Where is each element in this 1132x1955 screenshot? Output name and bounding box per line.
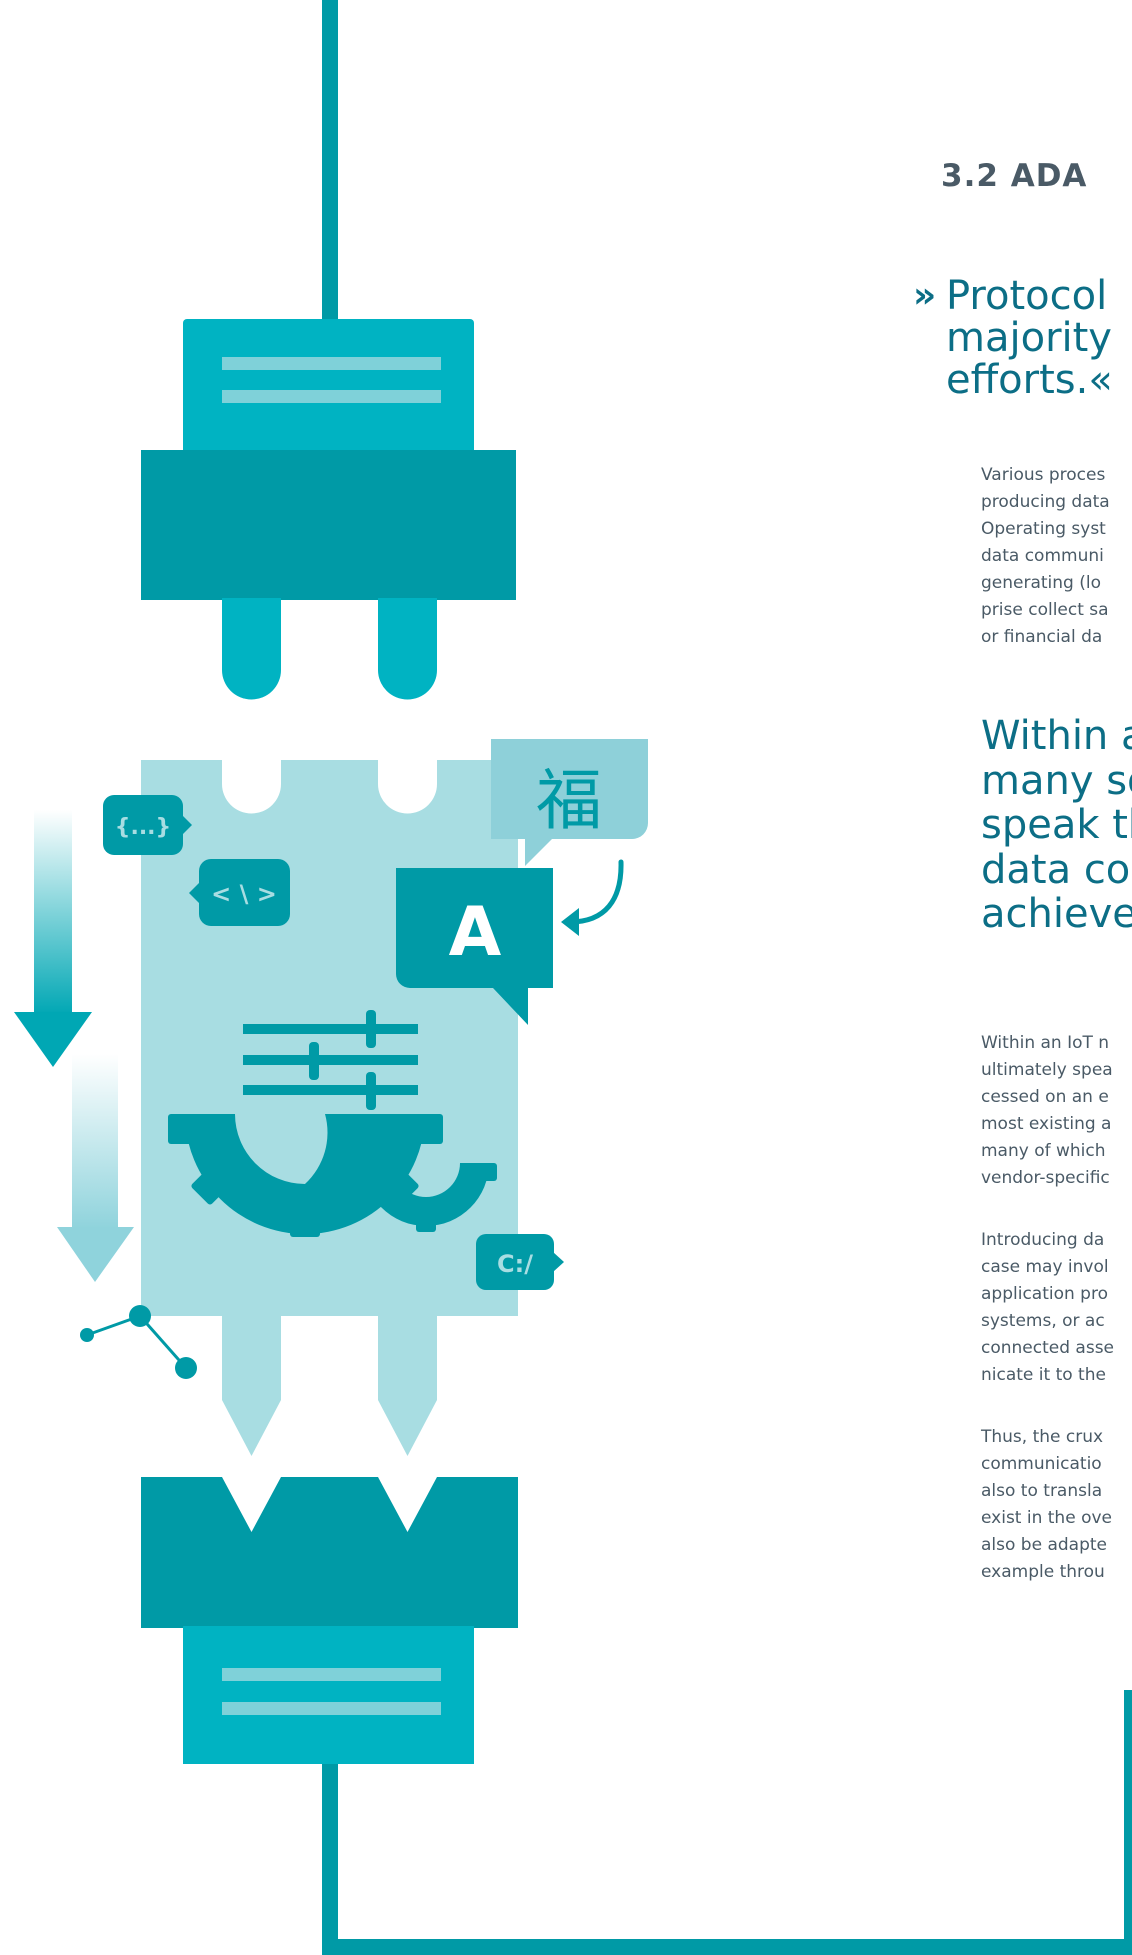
paragraph-line: systems, or ac — [981, 1311, 1105, 1331]
paragraph-line: most existing a — [981, 1114, 1112, 1134]
gear-small-icon — [355, 1163, 497, 1232]
paragraph-line: Thus, the crux — [981, 1427, 1104, 1447]
paragraph-line: also to transla — [981, 1481, 1103, 1501]
letter-glyph: A — [449, 893, 502, 972]
paragraph-line: Various proces — [981, 465, 1106, 485]
network-nodes-icon — [80, 1305, 197, 1379]
paragraph-line: data communi — [981, 546, 1104, 566]
highlight-line: data con — [981, 846, 1132, 893]
paragraph-line: communicatio — [981, 1454, 1102, 1474]
paragraph-line: connected asse — [981, 1338, 1115, 1358]
body-paragraph-1: Various proces producing data Operating … — [981, 462, 1110, 651]
paragraph-line: Introducing da — [981, 1230, 1105, 1250]
flow-arrow-light-icon — [57, 1054, 134, 1282]
paragraph-line: vendor-specific — [981, 1168, 1110, 1188]
path-badge — [476, 1234, 564, 1290]
paragraph-line: many of which — [981, 1141, 1106, 1161]
body-paragraph-2: Within an IoT n ultimately spea cessed o… — [981, 1030, 1113, 1192]
top-plug — [141, 319, 516, 700]
paragraph-line: also be adapte — [981, 1535, 1107, 1555]
paragraph-line: nicate it to the — [981, 1365, 1106, 1385]
bottom-socket — [141, 1477, 518, 1764]
flow-arrow-dark-icon — [14, 810, 92, 1067]
paragraph-line: example throu — [981, 1562, 1105, 1582]
highlight-line: Within a — [981, 713, 1132, 759]
highlight-line: many so — [981, 757, 1132, 804]
paragraph-line: producing data — [981, 492, 1110, 512]
path-badge-text: C:/ — [497, 1250, 533, 1278]
paragraph-line: generating (lo — [981, 573, 1102, 593]
translate-arrow-icon — [561, 859, 624, 936]
sliders-icon — [243, 1010, 418, 1110]
paragraph-line: application pro — [981, 1284, 1108, 1304]
pull-quote-line: Protocol — [946, 273, 1108, 319]
paragraph-line: exist in the ove — [981, 1508, 1112, 1528]
pull-quote-line: majority — [946, 315, 1112, 361]
highlight-line: achieved — [981, 891, 1132, 937]
code-badge — [189, 859, 290, 926]
paragraph-line: cessed on an e — [981, 1087, 1109, 1107]
section-heading: 3.2 ADA — [941, 158, 1088, 194]
paragraph-line: case may invol — [981, 1257, 1109, 1277]
json-badge — [103, 795, 192, 855]
paragraph-line: ultimately spea — [981, 1060, 1113, 1080]
paragraph-line: or financial da — [981, 627, 1103, 647]
letter-bubble — [396, 868, 553, 1025]
body-paragraph-3: Introducing da case may invol applicatio… — [981, 1227, 1114, 1389]
body-paragraph-4: Thus, the crux communicatio also to tran… — [981, 1424, 1112, 1586]
code-badge-text: < \ > — [211, 880, 277, 908]
paragraph-line: Operating syst — [981, 519, 1106, 539]
highlight-statement: Within a many so speak th data con achie… — [981, 714, 1132, 937]
pull-quote-line: efforts.« — [946, 357, 1113, 403]
language-bubble — [491, 739, 648, 866]
quote-mark: » — [913, 275, 937, 316]
cable-line — [322, 0, 1132, 1955]
paragraph-line: Within an IoT n — [981, 1033, 1110, 1053]
pull-quote: » Protocol majority efforts.« — [913, 273, 1113, 403]
json-badge-text: {...} — [115, 815, 171, 840]
highlight-line: speak th — [981, 802, 1132, 848]
paragraph-line: prise collect sa — [981, 600, 1109, 620]
language-glyph: 福 — [536, 762, 602, 839]
